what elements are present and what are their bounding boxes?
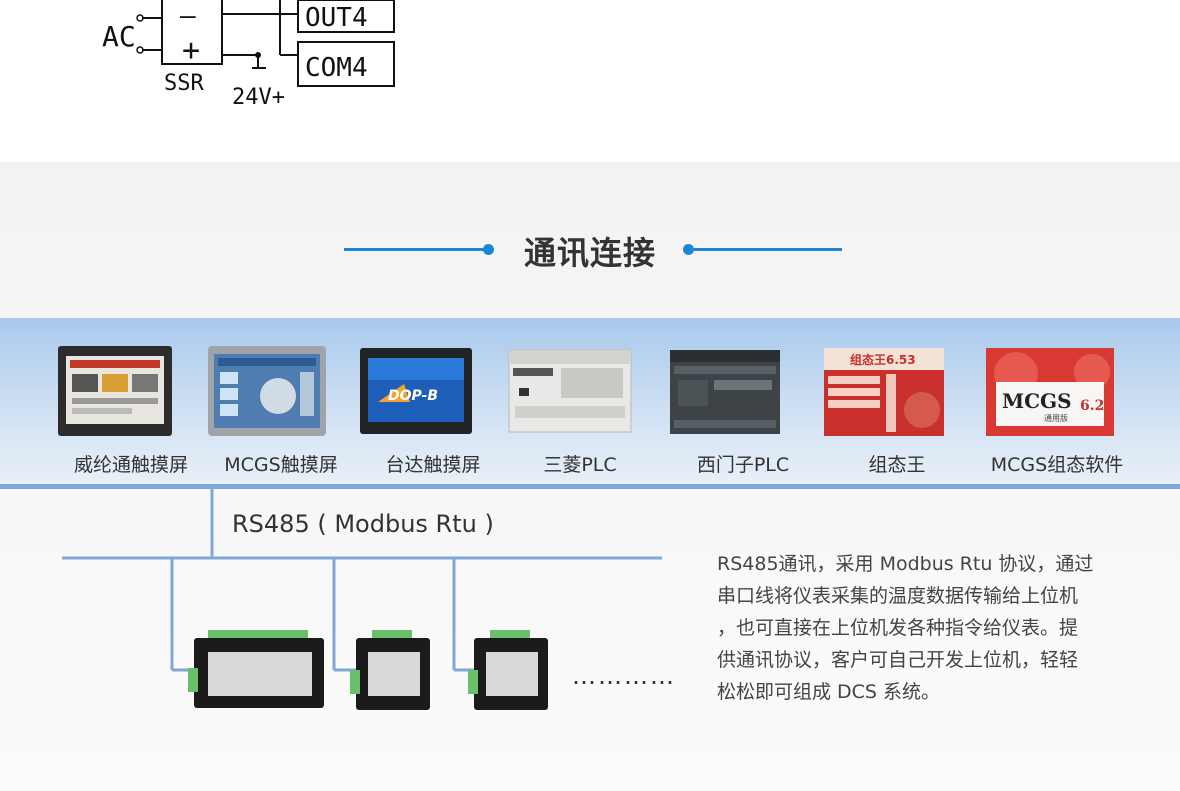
plc-icon bbox=[670, 350, 780, 434]
device-caption: 三菱PLC bbox=[543, 454, 617, 476]
description-line: 串口线将仪表采集的温度数据传输给上位机 bbox=[717, 585, 1079, 607]
instrument-module bbox=[350, 630, 430, 710]
instrument-module bbox=[468, 630, 548, 710]
description-line: ，也可直接在上位机发各种指令给仪表。提 bbox=[717, 617, 1079, 639]
minus-label: — bbox=[180, 1, 196, 31]
bus-label: RS485 ( Modbus Rtu ) bbox=[232, 510, 494, 538]
section-title: 通讯连接 bbox=[523, 234, 656, 272]
software-edition-text: 通用版 bbox=[1044, 413, 1068, 423]
device-caption: 组态王 bbox=[868, 454, 926, 476]
software-box-icon: MCGS 6.2 通用版 bbox=[986, 348, 1114, 436]
out4-label: OUT4 bbox=[305, 3, 368, 33]
heading-dot-left bbox=[483, 244, 494, 255]
heading-line-left bbox=[344, 248, 484, 251]
communication-section: 通讯连接 威纶通触摸屏 bbox=[0, 162, 1180, 791]
device-caption: MCGS触摸屏 bbox=[224, 454, 338, 476]
touchscreen-icon bbox=[208, 346, 326, 436]
software-box-icon: 组态王6.53 bbox=[824, 348, 944, 436]
description-line: RS485通讯，采用 Modbus Rtu 协议，通过 bbox=[717, 553, 1094, 575]
instrument-module bbox=[188, 630, 324, 708]
heading-line-right bbox=[694, 248, 842, 251]
device-caption: 威纶通触摸屏 bbox=[73, 454, 188, 476]
more-devices-indicator: ………… bbox=[572, 662, 676, 690]
section-heading: 通讯连接 bbox=[0, 224, 1180, 274]
plc-icon bbox=[508, 349, 632, 433]
device-caption: 台达触摸屏 bbox=[385, 454, 481, 476]
heading-dot-right bbox=[683, 244, 694, 255]
device-caption: MCGS组态软件 bbox=[990, 454, 1124, 476]
plus-label: + bbox=[182, 33, 200, 68]
com4-label: COM4 bbox=[305, 53, 368, 83]
touchscreen-icon bbox=[58, 346, 172, 436]
description-line: 供通讯协议，客户可自己开发上位机，轻轻 bbox=[717, 649, 1079, 671]
description-line: 松松即可组成 DCS 系统。 bbox=[717, 681, 941, 703]
ssr-label: SSR bbox=[164, 71, 204, 96]
software-brand-text: MCGS bbox=[1002, 389, 1072, 413]
svg-text:DOP-B: DOP-B bbox=[388, 388, 438, 404]
rs485-bus-lines bbox=[62, 489, 662, 672]
v24-label: 24V+ bbox=[232, 85, 285, 110]
device-caption: 西门子PLC bbox=[696, 454, 790, 476]
software-brand-text: 组态王6.53 bbox=[850, 352, 916, 367]
ac-label: AC bbox=[102, 20, 136, 53]
band-divider bbox=[0, 484, 1180, 489]
wiring-diagram: AC — + SSR 24V+ OUT4 COM4 bbox=[0, 0, 1180, 162]
touchscreen-icon: DOP-B bbox=[360, 348, 472, 434]
software-version-text: 6.2 bbox=[1080, 398, 1104, 414]
device-band: 威纶通触摸屏 MCGS触摸屏 DOP-B bbox=[0, 318, 1180, 484]
description-text: RS485通讯，采用 Modbus Rtu 协议，通过 串口线将仪表采集的温度数… bbox=[717, 548, 1137, 708]
